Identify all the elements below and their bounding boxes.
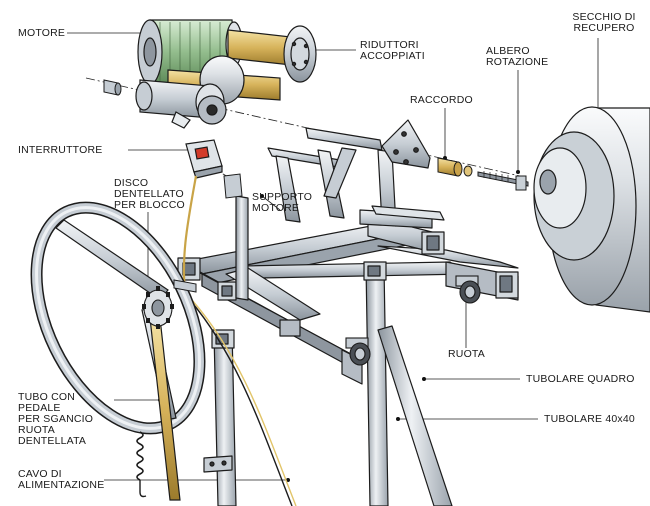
power-cable: [182, 175, 198, 301]
caster-wheel: [455, 275, 481, 304]
label-interruttore: INTERRUTTORE: [18, 144, 103, 156]
label-motore: MOTORE: [18, 27, 66, 39]
label-cavo: CAVO DI ALIMENTAZIONE: [18, 468, 105, 491]
label-supporto: SUPPORTO MOTORE: [252, 191, 313, 214]
pedal-tube-bars: [55, 219, 181, 501]
label-secchio: SECCHIO DI RECUPERO: [572, 11, 636, 34]
caster-wheel-2: [345, 337, 371, 366]
label-ruota: RUOTA: [448, 348, 485, 360]
recovery-bucket: [533, 106, 650, 313]
label-riduttori: RIDUTTORI ACCOPPIATI: [360, 39, 425, 62]
power-cable-2: [189, 299, 293, 506]
toothed-disc: [142, 286, 174, 329]
switch-bracket: [223, 173, 243, 199]
rotation-shaft: [477, 171, 529, 191]
leader-lines: [67, 32, 599, 481]
label-albero: ALBERO ROTAZIONE: [486, 45, 549, 68]
bolt: [103, 79, 122, 96]
frame: [177, 119, 519, 506]
spring: [136, 431, 144, 481]
label-disco: DISCO DENTELLATO PER BLOCCO: [114, 177, 185, 211]
axle-pin: [173, 279, 197, 293]
switch: [185, 139, 223, 179]
spring-hook: [139, 480, 147, 498]
label-tubolare-4040: TUBOLARE 40x40: [544, 413, 635, 425]
fitting: [437, 157, 473, 177]
label-raccordo: RACCORDO: [410, 94, 473, 106]
power-cable-3: [191, 299, 297, 506]
label-tubo-pedale: TUBO CON PEDALE PER SGANCIO RUOTA DENTEL…: [18, 391, 94, 447]
label-tubolare-quadro: TUBOLARE QUADRO: [526, 373, 635, 385]
coupled-reducers: [135, 25, 317, 129]
